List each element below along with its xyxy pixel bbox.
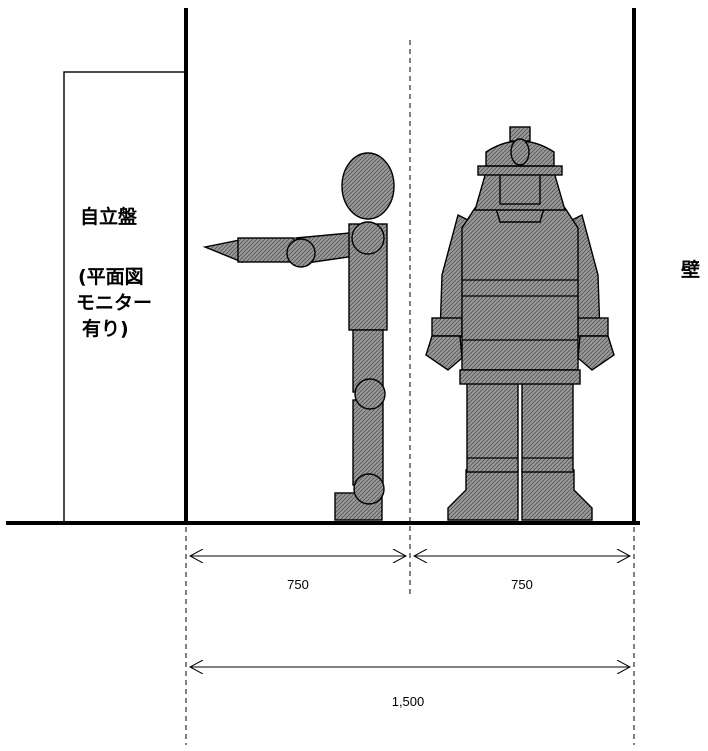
- firefighter-figure: [425, 126, 615, 521]
- firefighter-belt: [459, 369, 581, 385]
- panel-label-line2: (平面図: [78, 266, 144, 288]
- firefighter-face-shield: [499, 171, 541, 205]
- dimension-label-right-span: 750: [511, 577, 533, 592]
- firefighter-left-glove: [425, 335, 463, 371]
- firefighter-left-leg: [466, 381, 519, 473]
- pointing-person-figure: [202, 152, 395, 521]
- pointing-person-lower-leg: [352, 399, 384, 486]
- firefighter-helmet-brim: [477, 165, 563, 176]
- pointing-person-elbow: [286, 238, 316, 268]
- dimension-label-total-span: 1,500: [392, 694, 425, 709]
- pointing-person-hand: [202, 239, 243, 264]
- panel-label-line3: モニター: [76, 292, 152, 314]
- firefighter-right-boot: [521, 469, 593, 521]
- firefighter-right-leg: [521, 381, 574, 473]
- firefighter-helmet-badge: [510, 138, 530, 166]
- pointing-person-ankle: [353, 473, 385, 505]
- pointing-person-knee: [354, 378, 386, 410]
- firefighter-right-cuff: [577, 317, 609, 337]
- dimension-label-left-span: 750: [287, 577, 309, 592]
- standalone-panel: 自立盤 (平面図 モニター 有り): [63, 71, 187, 525]
- panel-box: [63, 71, 187, 525]
- wall-label: 壁: [681, 258, 700, 281]
- firefighter-coat: [461, 207, 579, 371]
- panel-label-line4: 有り): [82, 317, 129, 340]
- pointing-person-head: [341, 152, 395, 220]
- firefighter-left-cuff: [431, 317, 463, 337]
- firefighter-right-glove: [577, 335, 615, 371]
- firefighter-left-boot: [447, 469, 519, 521]
- panel-label-line1: 自立盤: [80, 205, 138, 228]
- pointing-person-forearm: [237, 237, 295, 263]
- pointing-person-shoulder: [351, 221, 385, 255]
